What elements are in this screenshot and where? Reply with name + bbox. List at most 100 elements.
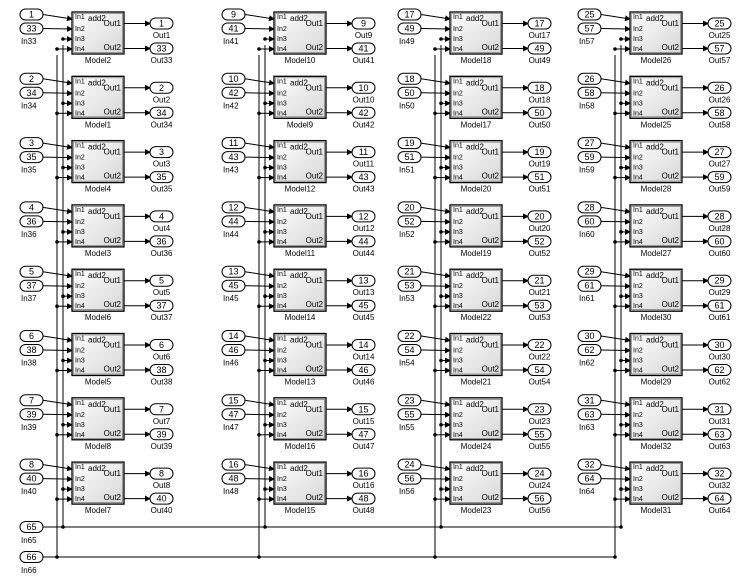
inport-35[interactable] (19, 151, 44, 164)
outport-6[interactable] (149, 339, 174, 351)
inport-47[interactable] (221, 408, 246, 421)
inport-49[interactable] (397, 22, 422, 35)
outport-10[interactable] (351, 81, 376, 94)
outport-29[interactable] (707, 274, 732, 287)
model-block-Model30[interactable] (629, 268, 683, 312)
outport-49[interactable] (527, 42, 552, 55)
outport-16[interactable] (351, 467, 376, 480)
outport-1[interactable] (149, 17, 174, 30)
inport-5[interactable] (19, 265, 44, 278)
inport-14[interactable] (221, 330, 246, 342)
inport-7[interactable] (19, 394, 44, 407)
inport-31[interactable] (577, 394, 602, 407)
inport-51[interactable] (397, 151, 422, 164)
inport-46[interactable] (221, 344, 246, 356)
inport-15[interactable] (221, 394, 246, 407)
inport-12[interactable] (221, 201, 246, 214)
model-block-Model8[interactable] (71, 397, 125, 441)
inport-3[interactable] (19, 137, 44, 150)
outport-46[interactable] (351, 364, 376, 376)
inport-17[interactable] (397, 8, 422, 21)
inport-4[interactable] (19, 201, 44, 214)
model-block-Model18[interactable] (449, 11, 503, 55)
model-block-Model17[interactable] (449, 75, 503, 119)
inport-44[interactable] (221, 215, 246, 228)
outport-25[interactable] (707, 17, 732, 30)
outport-15[interactable] (351, 403, 376, 416)
model-block-Model7[interactable] (71, 461, 125, 505)
outport-64[interactable] (707, 492, 732, 505)
model-block-Model27[interactable] (629, 204, 683, 248)
inport-54[interactable] (397, 344, 422, 356)
outport-31[interactable] (707, 403, 732, 416)
model-block-Model16[interactable] (273, 397, 327, 441)
inport-37[interactable] (19, 279, 44, 292)
model-block-Model15[interactable] (273, 461, 327, 505)
inport-18[interactable] (397, 72, 422, 85)
outport-13[interactable] (351, 274, 376, 287)
inport-53[interactable] (397, 279, 422, 292)
inport-52[interactable] (397, 215, 422, 228)
outport-47[interactable] (351, 428, 376, 441)
outport-24[interactable] (527, 467, 552, 480)
inport-33[interactable] (19, 22, 44, 35)
inport-26[interactable] (577, 72, 602, 85)
outport-38[interactable] (149, 364, 174, 376)
inport-22[interactable] (397, 330, 422, 342)
inport-29[interactable] (577, 265, 602, 278)
inport-50[interactable] (397, 86, 422, 99)
inport-19[interactable] (397, 137, 422, 150)
model-block-Model19[interactable] (449, 204, 503, 248)
inport-6[interactable] (19, 330, 44, 342)
inport-24[interactable] (397, 458, 422, 471)
outport-56[interactable] (527, 492, 552, 505)
outport-51[interactable] (527, 171, 552, 184)
outport-2[interactable] (149, 81, 174, 94)
model-block-Model12[interactable] (273, 139, 327, 184)
inport-9[interactable] (221, 8, 246, 21)
inport-39[interactable] (19, 408, 44, 421)
inport-27[interactable] (577, 137, 602, 150)
model-block-Model21[interactable] (449, 332, 503, 377)
outport-27[interactable] (707, 146, 732, 159)
inport-28[interactable] (577, 201, 602, 214)
model-block-Model31[interactable] (629, 461, 683, 505)
outport-61[interactable] (707, 299, 732, 312)
outport-50[interactable] (527, 106, 552, 119)
inport-59[interactable] (577, 151, 602, 164)
outport-21[interactable] (527, 274, 552, 287)
outport-28[interactable] (707, 210, 732, 223)
inport-57[interactable] (577, 22, 602, 35)
outport-33[interactable] (149, 42, 174, 55)
outport-5[interactable] (149, 274, 174, 287)
outport-45[interactable] (351, 299, 376, 312)
model-block-Model22[interactable] (449, 268, 503, 312)
outport-20[interactable] (527, 210, 552, 223)
outport-35[interactable] (149, 171, 174, 184)
outport-18[interactable] (527, 81, 552, 94)
inport-55[interactable] (397, 408, 422, 421)
inport-30[interactable] (577, 330, 602, 342)
outport-8[interactable] (149, 467, 174, 480)
outport-3[interactable] (149, 146, 174, 159)
outport-59[interactable] (707, 171, 732, 184)
outport-62[interactable] (707, 364, 732, 376)
inport-21[interactable] (397, 265, 422, 278)
model-block-Model23[interactable] (449, 461, 503, 505)
outport-34[interactable] (149, 106, 174, 119)
inport-2[interactable] (19, 72, 44, 85)
outport-60[interactable] (707, 235, 732, 248)
inport-66[interactable] (19, 551, 44, 563)
outport-14[interactable] (351, 339, 376, 351)
inport-10[interactable] (221, 72, 246, 85)
outport-26[interactable] (707, 81, 732, 94)
inport-56[interactable] (397, 472, 422, 485)
inport-11[interactable] (221, 137, 246, 150)
outport-9[interactable] (351, 17, 376, 30)
inport-20[interactable] (397, 201, 422, 214)
outport-58[interactable] (707, 106, 732, 119)
outport-32[interactable] (707, 467, 732, 480)
outport-22[interactable] (527, 339, 552, 351)
inport-34[interactable] (19, 86, 44, 99)
outport-37[interactable] (149, 299, 174, 312)
